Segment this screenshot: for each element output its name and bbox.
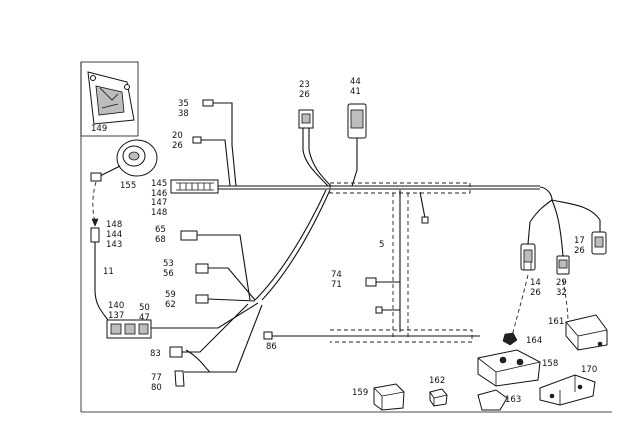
label-32: 32 xyxy=(556,288,567,298)
label-26: 26 xyxy=(530,288,541,298)
label-163: 163 xyxy=(505,395,521,405)
label-71: 71 xyxy=(331,280,342,290)
label-68: 68 xyxy=(155,235,166,245)
label-38: 38 xyxy=(178,109,189,119)
inset-part-149 xyxy=(80,61,139,137)
part-164 xyxy=(502,332,518,346)
label-148: 148 xyxy=(151,208,167,218)
label-148: 148 xyxy=(106,220,122,230)
label-62: 62 xyxy=(165,300,176,310)
label-140: 140 xyxy=(108,301,124,311)
label-23: 23 xyxy=(299,80,310,90)
part-163 xyxy=(477,389,508,411)
connector-23 xyxy=(298,109,332,187)
label-26: 26 xyxy=(574,246,585,256)
label-86: 86 xyxy=(266,342,277,352)
label-11: 11 xyxy=(103,267,114,277)
left-branch-leads xyxy=(106,189,331,387)
label-147: 147 xyxy=(151,198,167,208)
label-65: 65 xyxy=(155,225,166,235)
label-35: 35 xyxy=(178,99,189,109)
label-80: 80 xyxy=(151,383,162,393)
label-77: 77 xyxy=(151,373,162,383)
label-47: 47 xyxy=(139,313,150,323)
label-74: 74 xyxy=(331,270,342,280)
connector-17 xyxy=(591,231,607,255)
label-161: 161 xyxy=(548,317,564,327)
label-159: 159 xyxy=(352,388,368,398)
lead-35 xyxy=(202,99,237,187)
label-44: 44 xyxy=(350,77,361,87)
part-161 xyxy=(565,314,608,351)
lead-20 xyxy=(192,136,231,187)
label-164: 164 xyxy=(526,336,542,346)
part-158 xyxy=(477,349,541,387)
sheathed-section-5 xyxy=(263,190,480,343)
label-17: 17 xyxy=(574,236,585,246)
label-59: 59 xyxy=(165,290,176,300)
label-53: 53 xyxy=(163,259,174,269)
label-155: 155 xyxy=(120,181,136,191)
label-26: 26 xyxy=(172,141,183,151)
label-50: 50 xyxy=(139,303,150,313)
lead-143 xyxy=(90,227,109,321)
connector-bar-145 xyxy=(170,179,219,194)
label-5: 5 xyxy=(379,240,384,250)
connector-29 xyxy=(556,255,570,275)
part-162 xyxy=(429,388,448,407)
label-162: 162 xyxy=(429,376,445,386)
part-159 xyxy=(373,383,405,411)
label-137: 137 xyxy=(108,311,124,321)
label-170: 170 xyxy=(581,365,597,375)
label-20: 20 xyxy=(172,131,183,141)
label-145: 145 xyxy=(151,179,167,189)
connector-44 xyxy=(347,103,367,187)
label-26: 26 xyxy=(299,90,310,100)
label-158: 158 xyxy=(542,359,558,369)
label-146: 146 xyxy=(151,189,167,199)
label-41: 41 xyxy=(350,87,361,97)
label-149: 149 xyxy=(91,124,107,134)
part-170 xyxy=(539,374,596,406)
label-144: 144 xyxy=(106,230,122,240)
label-29: 29 xyxy=(556,278,567,288)
main-harness-trunk xyxy=(218,182,601,257)
part-number-labels: 149 35 38 20 26 155 145 146 147 148 23 2… xyxy=(91,77,597,405)
connection-arrow-155 xyxy=(91,181,99,227)
label-83: 83 xyxy=(150,349,161,359)
label-143: 143 xyxy=(106,240,122,250)
connector-14 xyxy=(520,243,536,271)
label-56: 56 xyxy=(163,269,174,279)
part-155-ring xyxy=(90,139,158,182)
label-14: 14 xyxy=(530,278,541,288)
